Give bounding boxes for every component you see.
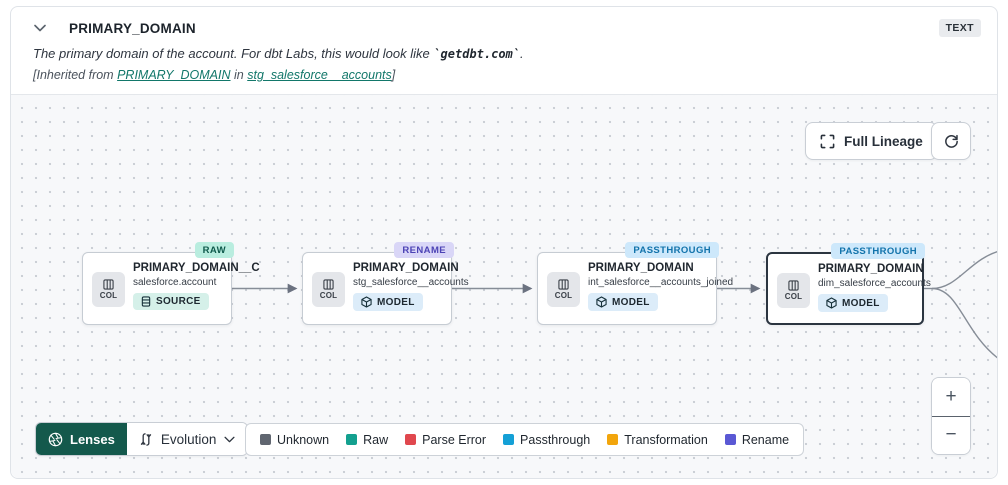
lenses-button[interactable]: Lenses xyxy=(36,423,127,455)
source-icon xyxy=(141,296,151,307)
lineage-node-staging[interactable]: RENAME COL PRIMARY_DOMAIN stg_salesforce… xyxy=(302,242,469,325)
zoom-out-button[interactable]: − xyxy=(932,416,970,454)
columns-icon xyxy=(788,280,799,291)
model-icon xyxy=(826,297,837,309)
model-icon xyxy=(361,296,372,308)
legend-swatch xyxy=(260,434,271,445)
legend-item-unknown: Unknown xyxy=(260,433,329,447)
legend-swatch xyxy=(405,434,417,445)
expand-icon xyxy=(820,134,835,148)
node-column-name: PRIMARY_DOMAIN xyxy=(353,262,459,274)
column-type-icon: COL xyxy=(547,272,580,307)
lineage-node-dim-selected[interactable]: PASSTHROUGH COL PRIMARY_DOMAIN dim_sales… xyxy=(766,243,931,325)
resource-type-badge: SOURCE xyxy=(133,293,209,310)
legend-swatch xyxy=(607,434,619,445)
column-type-icon: COL xyxy=(312,272,345,307)
legend-item-parse-error: Parse Error xyxy=(405,433,486,447)
columns-icon xyxy=(323,279,334,290)
full-lineage-label: Full Lineage xyxy=(844,133,923,149)
zoom-in-button[interactable]: + xyxy=(932,378,970,417)
columns-icon xyxy=(558,279,569,290)
columns-icon xyxy=(103,279,114,290)
column-title: PRIMARY_DOMAIN xyxy=(69,20,196,36)
resource-type-badge: MODEL xyxy=(588,293,658,311)
collapse-chevron-icon[interactable] xyxy=(31,19,49,37)
evolution-icon xyxy=(140,432,151,446)
legend-swatch xyxy=(503,434,515,445)
data-type-badge: TEXT xyxy=(938,19,981,37)
column-lineage-panel: PRIMARY_DOMAIN TEXT The primary domain o… xyxy=(10,6,998,479)
lineage-node-source[interactable]: RAW COL PRIMARY_DOMAIN__C salesforce.acc… xyxy=(82,242,260,325)
legend-swatch xyxy=(346,434,358,445)
evolution-badge: RAW xyxy=(194,242,234,258)
refresh-button[interactable] xyxy=(931,122,971,160)
node-model-name: dim_salesforce_accounts xyxy=(818,278,931,289)
lens-dropdown[interactable]: Evolution xyxy=(126,423,248,455)
evolution-badge: RENAME xyxy=(394,242,454,258)
column-header: PRIMARY_DOMAIN TEXT The primary domain o… xyxy=(11,7,997,94)
node-column-name: PRIMARY_DOMAIN xyxy=(818,263,924,275)
lens-selected-label: Evolution xyxy=(160,431,217,447)
lens-selector: Lenses Evolution xyxy=(35,422,249,456)
column-description: The primary domain of the account. For d… xyxy=(33,46,524,61)
inherited-from-note: [Inherited from PRIMARY_DOMAIN in stg_sa… xyxy=(33,68,396,82)
lineage-node-intermediate[interactable]: PASSTHROUGH COL PRIMARY_DOMAIN int_sales… xyxy=(537,242,734,325)
lens-aperture-icon xyxy=(48,432,63,446)
zoom-controls: + − xyxy=(931,377,971,455)
legend-item-passthrough: Passthrough xyxy=(503,433,590,447)
node-model-name: int_salesforce__accounts_joined xyxy=(588,277,734,288)
full-lineage-button[interactable]: Full Lineage xyxy=(805,122,938,160)
inherited-model-link[interactable]: stg_salesforce__accounts xyxy=(247,68,392,82)
node-model-name: stg_salesforce__accounts xyxy=(353,277,469,288)
inline-code: `getdbt.com` xyxy=(433,47,521,61)
legend-item-transformation: Transformation xyxy=(607,433,708,447)
column-type-icon: COL xyxy=(777,273,810,308)
legend-item-rename: Rename xyxy=(724,433,789,447)
chevron-down-icon xyxy=(224,436,235,442)
node-column-name: PRIMARY_DOMAIN xyxy=(588,262,694,274)
resource-type-badge: MODEL xyxy=(353,293,423,311)
lenses-label: Lenses xyxy=(70,431,115,447)
lineage-canvas[interactable]: Full Lineage RAW COL PRIMARY_DOMAIN__C s… xyxy=(11,94,997,478)
evolution-badge: PASSTHROUGH xyxy=(831,243,925,259)
column-type-icon: COL xyxy=(92,272,125,307)
node-column-name: PRIMARY_DOMAIN__C xyxy=(133,262,260,274)
inherited-column-link[interactable]: PRIMARY_DOMAIN xyxy=(117,68,231,82)
refresh-icon xyxy=(944,134,958,148)
legend-item-raw: Raw xyxy=(346,433,388,447)
model-icon xyxy=(596,296,607,308)
evolution-badge: PASSTHROUGH xyxy=(625,242,719,258)
resource-type-badge: MODEL xyxy=(818,294,888,312)
legend-swatch xyxy=(724,434,736,445)
node-model-name: salesforce.account xyxy=(133,277,217,288)
evolution-legend: Unknown Raw Parse Error Passthrough Tran… xyxy=(245,423,805,456)
